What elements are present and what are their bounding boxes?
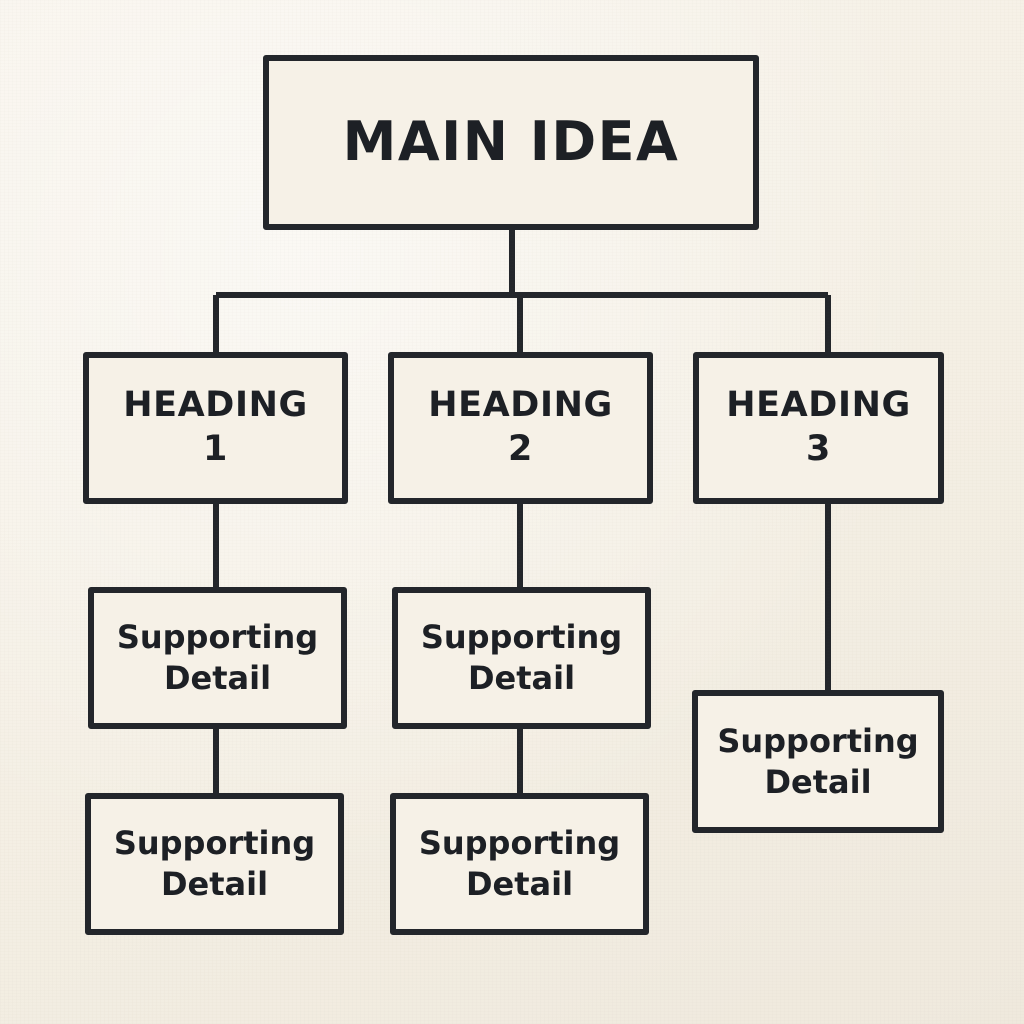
node-heading-1[interactable]: HEADING 1 [83,352,348,504]
node-detail-2-2-label: Supporting Detail [418,824,621,903]
node-detail-3-1-label: Supporting Detail [717,721,919,801]
node-detail-1-1-label: Supporting Detail [116,618,319,697]
node-detail-2-1[interactable]: Supporting Detail [392,587,651,729]
node-heading-2[interactable]: HEADING 2 [388,352,653,504]
node-detail-1-2[interactable]: Supporting Detail [85,793,344,935]
node-detail-2-1-label: Supporting Detail [420,618,623,697]
node-heading-3[interactable]: HEADING 3 [693,352,944,504]
node-detail-1-1[interactable]: Supporting Detail [88,587,347,729]
node-heading-1-label: HEADING 1 [123,385,308,469]
node-detail-1-2-label: Supporting Detail [113,824,316,903]
node-detail-2-2[interactable]: Supporting Detail [390,793,649,935]
node-heading-3-label: HEADING 3 [726,385,911,469]
node-main-idea[interactable]: MAIN IDEA [263,55,759,230]
node-detail-3-1[interactable]: Supporting Detail [692,690,944,833]
node-heading-2-label: HEADING 2 [428,385,613,469]
node-main-idea-label: MAIN IDEA [342,110,680,174]
